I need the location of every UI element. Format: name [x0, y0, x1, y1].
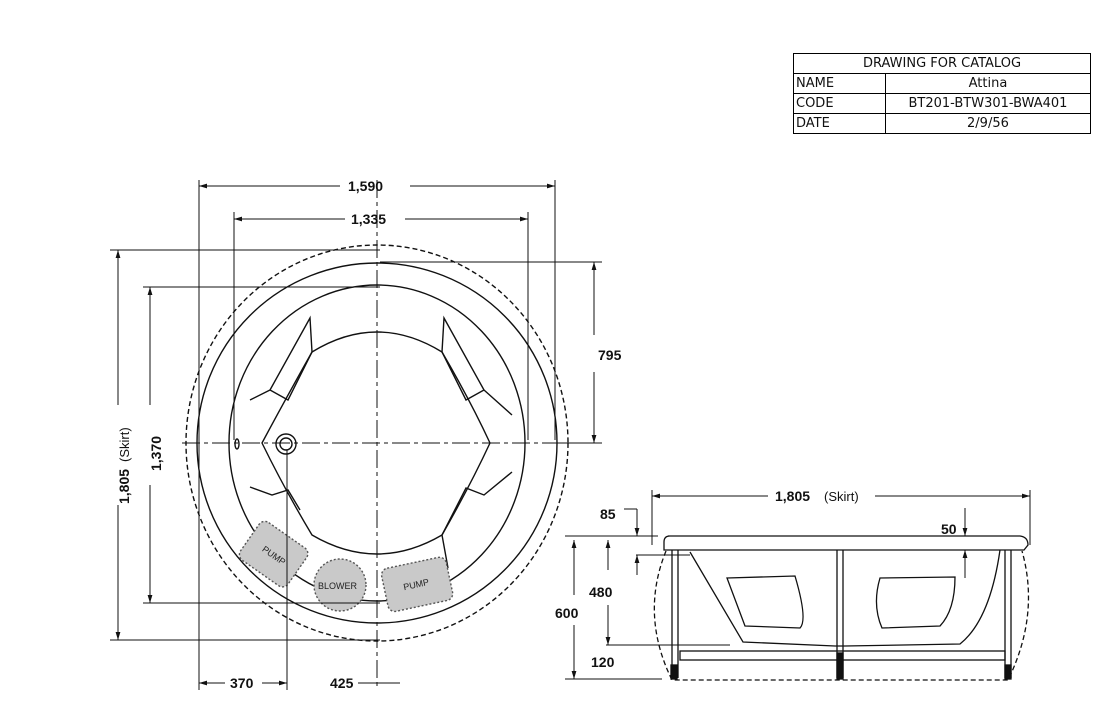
- side-skirt-outline: [653, 550, 1030, 681]
- dim-1370-label: 1,370: [148, 436, 164, 471]
- seat-top-right: [441, 315, 513, 416]
- dim-1805-note: (Skirt): [117, 427, 132, 462]
- blower-label: BLOWER: [318, 581, 358, 591]
- date-key: DATE: [793, 113, 886, 134]
- side-dim-1805-note: (Skirt): [824, 489, 859, 504]
- pump-right: PUMP: [380, 556, 454, 613]
- drain-inner: [279, 437, 293, 451]
- dim-1805-label: 1,805: [116, 469, 132, 504]
- extension-lines: [110, 180, 602, 690]
- overflow: [234, 438, 240, 450]
- side-dim-85-label: 85: [600, 506, 616, 522]
- dim-1590-label: 1,590: [348, 178, 383, 194]
- dim-370-label: 370: [230, 675, 254, 691]
- dim-1335-label: 1,335: [351, 211, 386, 227]
- pump-left: PUMP: [238, 520, 309, 588]
- drain: [275, 433, 297, 455]
- side-dim-1805-label: 1,805: [775, 488, 810, 504]
- side-seat-left: [726, 575, 804, 629]
- side-dim-50-label: 50: [941, 521, 957, 537]
- side-rim: [663, 535, 1029, 551]
- date-value: 2/9/56: [884, 113, 1092, 134]
- blower: [313, 558, 367, 612]
- side-dim-120-label: 120: [591, 654, 615, 670]
- side-basin: [689, 549, 1001, 647]
- dim-425-label: 425: [330, 675, 354, 691]
- plan-view: PUMP BLOWER PUMP: [110, 180, 602, 690]
- seat-top-left: [249, 315, 313, 401]
- code-value: BT201-BTW301-BWA401: [884, 93, 1092, 114]
- dim-795-label: 795: [598, 347, 622, 363]
- seat-bottom-right: [441, 471, 513, 569]
- side-view: [565, 490, 1031, 681]
- seat-bottom-left: [249, 486, 301, 511]
- side-dim-480-label: 480: [589, 584, 613, 600]
- side-dim-600-label: 600: [555, 605, 579, 621]
- side-seat-right: [875, 576, 956, 629]
